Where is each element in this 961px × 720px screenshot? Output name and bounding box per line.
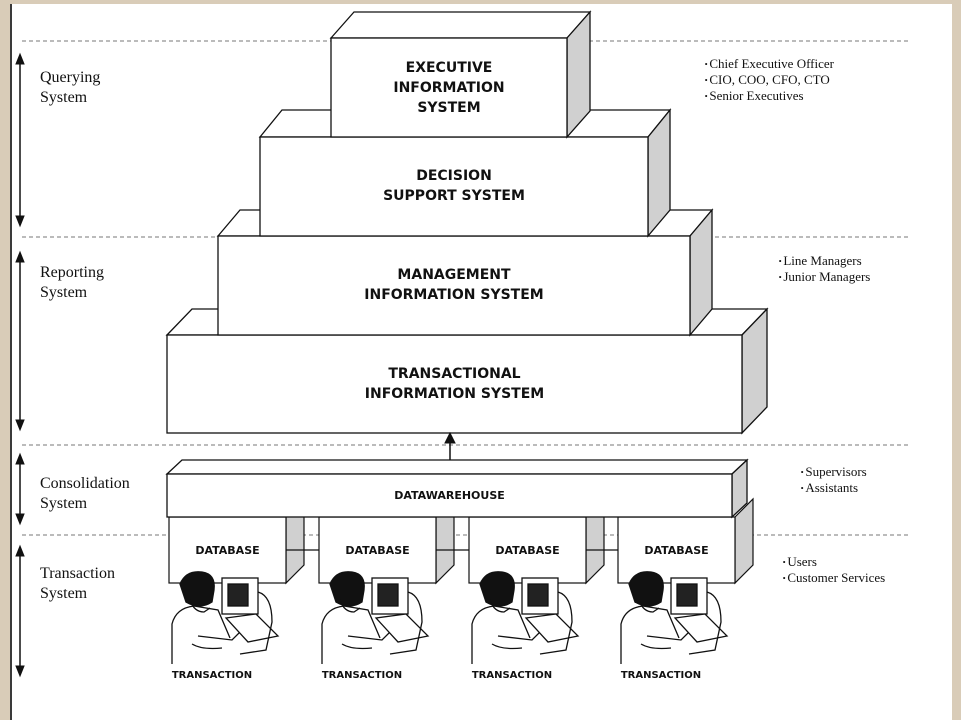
datawarehouse-block: [165, 458, 749, 519]
database-label-3: DATABASE: [495, 543, 560, 557]
pyramid-diagram: [15, 10, 910, 678]
level-label-querying: Querying System: [40, 69, 101, 106]
role-item: Junior Managers: [778, 269, 870, 285]
database-block-4: [617, 497, 754, 585]
role-item: Supervisors: [800, 464, 866, 480]
transaction-label-3: TRANSACTION: [471, 669, 553, 681]
roles-transaction: Users Customer Services: [782, 554, 885, 586]
querying-range-arrow: [15, 52, 25, 228]
role-item: Senior Executives: [704, 88, 834, 104]
database-label-2: DATABASE: [345, 543, 410, 557]
eis-label: EXECUTIVE INFORMATION SYSTEM: [393, 60, 505, 116]
datawarehouse-label: DATAWAREHOUSE: [394, 489, 505, 502]
mis-label: MANAGEMENT INFORMATION SYSTEM: [364, 267, 544, 303]
database-block-3: [468, 497, 605, 585]
level-label-reporting: Reporting System: [40, 264, 104, 301]
roles-consolidation: Supervisors Assistants: [800, 464, 867, 496]
transaction-label-2: TRANSACTION: [321, 669, 403, 681]
roles-reporting: Line Managers Junior Managers: [778, 253, 870, 285]
user-at-computer-icon-2: [321, 571, 430, 664]
tis-label: TRANSACTIONAL INFORMATION SYSTEM: [364, 366, 545, 402]
transaction-range-arrow: [15, 544, 25, 678]
user-at-computer-icon-4: [620, 571, 729, 664]
transaction-label-1: TRANSACTION: [171, 669, 253, 681]
transaction-label-4: TRANSACTION: [620, 669, 702, 681]
role-item: Users: [782, 554, 885, 570]
database-block-1: [168, 497, 305, 585]
eis-block: [329, 10, 592, 139]
roles-querying: Chief Executive Officer CIO, COO, CFO, C…: [704, 56, 834, 104]
dss-label: DECISION SUPPORT SYSTEM: [383, 168, 525, 204]
database-label-1: DATABASE: [195, 543, 260, 557]
user-at-computer-icon-3: [471, 571, 580, 664]
level-label-transaction: Transaction System: [40, 565, 115, 602]
database-block-2: [318, 497, 455, 585]
role-item: Chief Executive Officer: [704, 56, 834, 72]
level-label-consolidation: Consolidation System: [40, 475, 130, 512]
role-item: CIO, COO, CFO, CTO: [704, 72, 834, 88]
user-at-computer-icon-1: [171, 571, 280, 664]
diagram-canvas: Querying System Reporting System Consoli…: [10, 4, 952, 720]
role-item: Assistants: [800, 480, 867, 496]
role-item: Customer Services: [782, 570, 885, 586]
reporting-range-arrow: [15, 250, 25, 432]
role-item: Line Managers: [778, 253, 870, 269]
database-label-4: DATABASE: [644, 543, 709, 557]
consolidation-range-arrow: [15, 452, 25, 526]
